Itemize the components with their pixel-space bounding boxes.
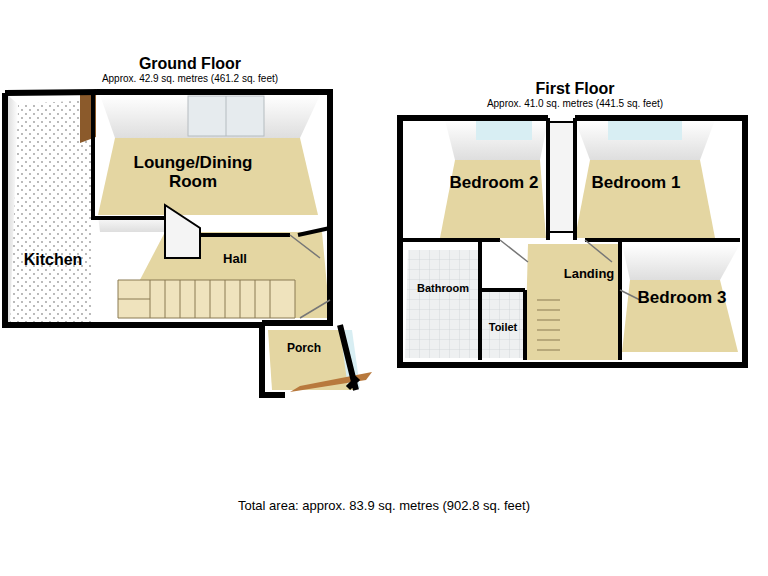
room-name: Landing (564, 267, 615, 281)
window (608, 118, 682, 140)
room-name: Bedroom 3 (638, 289, 727, 308)
room-label: Porch (276, 338, 332, 360)
room-name: Hall (223, 252, 247, 266)
kitchen-floor (10, 100, 92, 322)
floor-carpet (622, 280, 738, 352)
room-label: Bedroom 3 (632, 284, 732, 312)
room-label: Hall (205, 247, 265, 271)
window (188, 96, 264, 136)
room-name: Toilet (489, 321, 518, 333)
wall (5, 92, 358, 395)
room-name: Bedroom 1 (592, 174, 681, 193)
caption: Total area: approx. 83.9 sq. metres (902… (0, 498, 768, 513)
stair-treads (118, 280, 270, 318)
floor-plan: Ground FloorApprox. 42.9 sq. metres (461… (20, 55, 360, 400)
stair-treads (537, 300, 560, 350)
wall-face (100, 95, 320, 138)
room-label: Bedroom 2 (448, 168, 541, 198)
floor-carpet (440, 160, 546, 238)
window-frame (226, 96, 227, 136)
room-label: Bedroom 1 (582, 168, 690, 198)
door-swing (290, 235, 330, 318)
room-name: Bathroom (417, 282, 469, 294)
floor-carpet (525, 244, 620, 360)
floor-title: Ground Floor (139, 55, 241, 73)
floor-tiles (482, 292, 523, 358)
ground-floor-plan (5, 89, 372, 395)
first-floor-plan (400, 118, 745, 365)
floor-tiles (405, 250, 478, 358)
room-label: Landing (560, 262, 618, 286)
room-name: Lounge/Dining Room (116, 154, 270, 191)
room-name: Porch (287, 342, 321, 355)
floor-area: Approx. 42.9 sq. metres (461.2 sq. feet) (102, 73, 278, 84)
wall (93, 95, 330, 235)
floor-carpet (575, 160, 715, 238)
staircase (118, 280, 295, 318)
room-name: Kitchen (24, 251, 83, 269)
floor-area: Approx. 41.0 sq. metres (441.5 sq. feet) (487, 98, 663, 109)
door-swing (500, 240, 640, 300)
floor-carpet (98, 138, 318, 215)
room-label: Kitchen (16, 245, 90, 275)
porch-door (290, 372, 372, 392)
cupboard (165, 205, 200, 258)
room-label: Toilet (483, 318, 523, 336)
window (476, 118, 532, 140)
floor-plan: First FloorApprox. 41.0 sq. metres (441.… (400, 80, 750, 370)
floor-title: First Floor (535, 80, 614, 98)
wall-face (622, 244, 740, 280)
room-label: Lounge/Dining Room (116, 145, 270, 201)
wall (400, 118, 745, 365)
room-label: Bathroom (409, 278, 477, 298)
cupboard (548, 122, 575, 232)
wall (400, 118, 740, 360)
room-name: Bedroom 2 (450, 174, 539, 193)
